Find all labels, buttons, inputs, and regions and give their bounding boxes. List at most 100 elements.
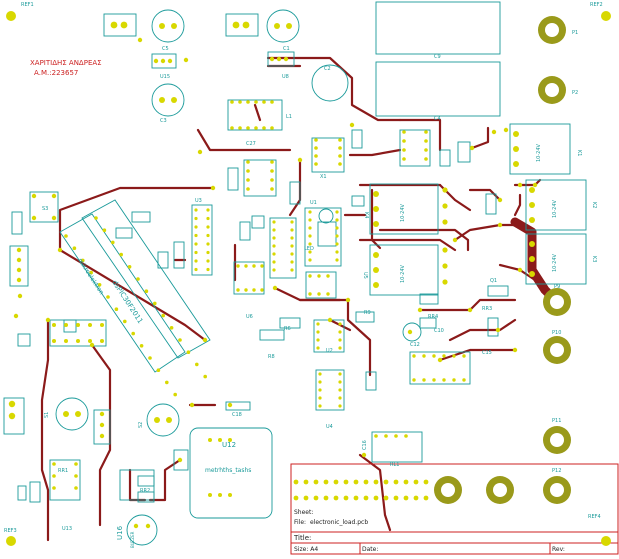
pad [323,479,329,485]
author-am: Α.Μ.:223657 [34,69,78,77]
u16-ref: U16 [116,525,124,540]
pad [293,479,299,485]
pad [154,417,160,423]
relay-label-2: 10-24V [552,199,558,218]
pad [338,380,342,384]
pad [404,434,408,438]
pad [246,178,250,182]
pad [529,256,535,262]
pad [383,479,389,485]
pad [13,313,19,319]
pad [335,226,339,230]
pad [326,292,330,296]
pad [349,122,355,128]
pad [246,169,250,173]
pad [63,411,69,417]
pad [338,162,342,166]
pad [52,474,56,478]
pad [290,252,294,256]
pad [517,182,523,188]
pad [99,411,105,417]
large-pads [434,16,571,504]
pad [156,368,161,373]
pad [452,378,456,382]
pad [424,148,428,152]
pad [272,268,276,272]
pad [497,222,503,228]
ref-c10: C10 [434,328,444,334]
pad [338,154,342,158]
pad [318,388,322,392]
pad [173,392,177,397]
pad [171,23,177,29]
pad [402,157,406,161]
pad [252,288,256,292]
pad [303,495,309,501]
ref-q1: Q1 [490,278,497,284]
pad [290,244,294,248]
pad [102,228,107,232]
labels: ΧΑΡΙΤΙΔΗΣ ΑΝΔΡΕΑΣ Α.Μ.:223657 mikroelekt… [4,2,603,548]
pad [177,457,183,463]
pad [333,479,339,485]
ref-r6: R6 [284,326,291,332]
pad [166,417,172,423]
pad [316,338,320,342]
pad [326,274,330,278]
pad [206,242,210,246]
pad [153,58,159,64]
pad [89,342,95,348]
pad [338,396,342,400]
pad [194,267,198,272]
pad [246,187,250,191]
ref-c27: C27 [246,141,256,147]
pad [64,234,68,238]
pad [81,258,85,263]
pad [338,404,342,408]
pad [512,347,518,353]
pad [276,56,282,62]
ref-ref1: REF1 [21,2,34,8]
pad [317,274,321,278]
pad [194,250,198,255]
ref-p9: P9 [554,284,560,290]
pad [335,250,339,254]
pad [452,354,456,358]
ref-k4: K4 [363,212,369,218]
pad [283,56,289,62]
ref-u3: U3 [195,198,202,204]
tb-date: Date: [362,546,378,553]
pad [343,479,349,485]
ref-u2: U2 [326,348,333,354]
pad [313,495,319,501]
pad [467,307,473,313]
pad [64,339,68,343]
ref-k1: K1 [576,150,582,156]
pad [393,495,399,501]
pad [31,193,37,199]
pad [88,323,92,327]
pad [227,402,233,408]
pad [272,244,276,248]
pad [437,357,443,363]
ref-c3: C3 [160,118,167,124]
pad [274,23,280,29]
pad [8,412,16,420]
title-block-text: Sheet: File: electronic_load.pcb Title: … [293,509,565,553]
pad [407,329,413,335]
pad [335,258,339,262]
pad [373,267,379,273]
pad [183,57,189,63]
ref-p11: P11 [552,418,561,424]
pad [529,187,535,193]
pad [100,323,104,327]
pad [495,327,501,333]
ref-u4: U4 [326,424,333,430]
ref-ref3: REF3 [4,528,17,534]
pad [51,215,57,221]
pad [424,157,428,161]
pad [161,313,165,318]
pad [230,126,234,130]
ref-x1: X1 [320,174,327,180]
